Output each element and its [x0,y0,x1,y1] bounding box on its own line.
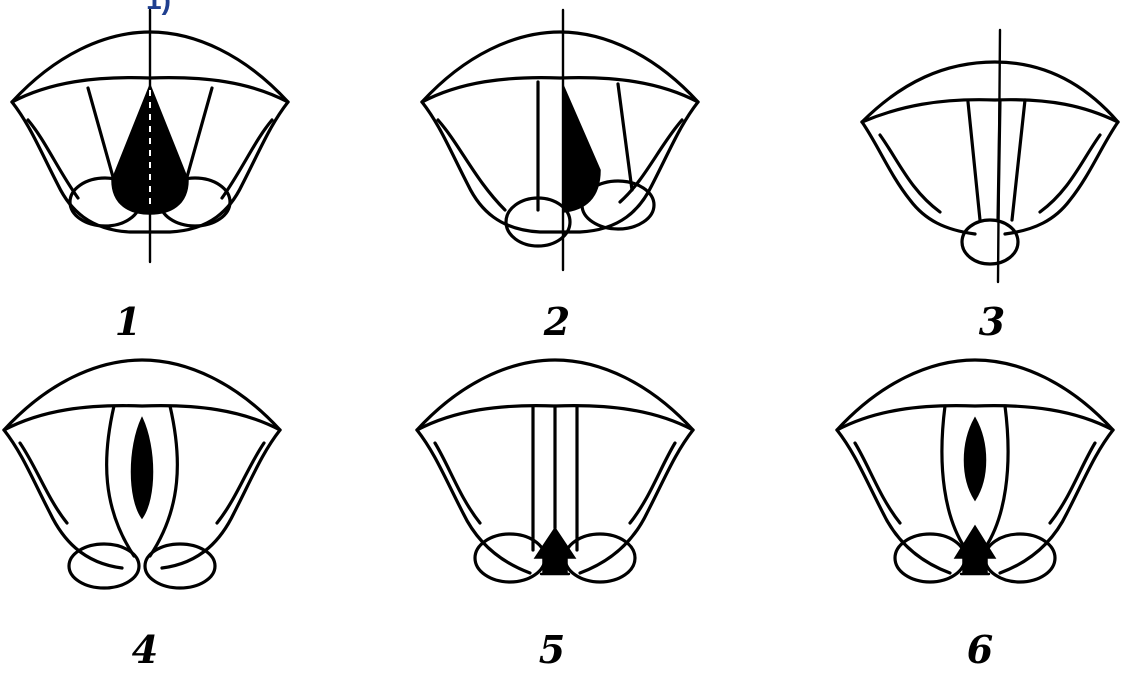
figure-label-2: 2 [527,302,587,342]
figure-number-mark: 1) [146,0,171,14]
larynx-diagram-6 [837,360,1113,582]
larynx-diagram-1 [12,10,288,262]
larynx-diagram-4 [4,360,280,588]
figure-label-1: 1 [98,302,158,342]
larynx-diagram-3 [862,30,1118,282]
larynx-diagram-5 [417,360,693,582]
figure-label-4: 4 [115,630,175,670]
larynx-diagram-2 [422,10,698,270]
figure-label-6: 6 [950,630,1010,670]
figure-label-3: 3 [962,302,1022,342]
figure-label-5: 5 [522,630,582,670]
